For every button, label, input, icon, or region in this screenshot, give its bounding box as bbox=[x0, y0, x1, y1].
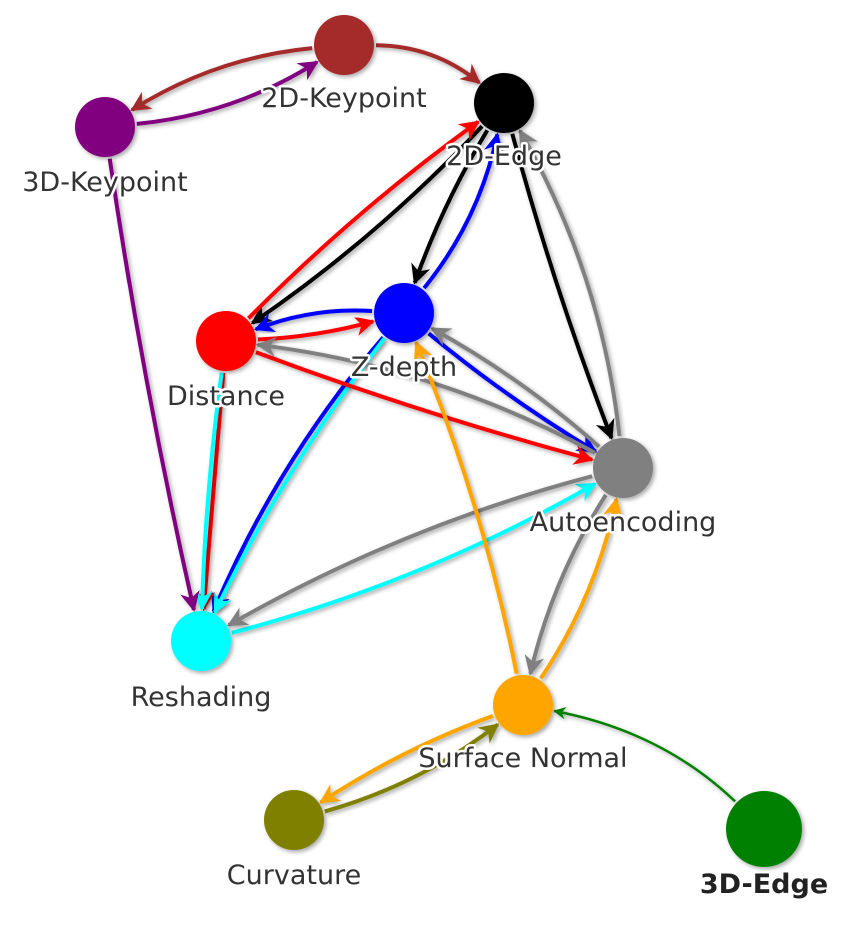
node-3d-edge[interactable] bbox=[726, 791, 802, 867]
node-label-curvature: Curvature bbox=[227, 860, 361, 891]
node-2d-keypoint[interactable] bbox=[314, 15, 374, 75]
edge-normal-to-auto bbox=[539, 497, 623, 680]
node-autoencoding[interactable] bbox=[593, 438, 653, 498]
edge-distance-to-reshading bbox=[195, 372, 226, 612]
edge-edge2d-to-distance bbox=[250, 124, 484, 325]
edge-kp2d-to-kp3d bbox=[130, 46, 313, 112]
edge-zdepth-to-edge2d bbox=[422, 132, 504, 290]
edge-kp3d-to-kp2d bbox=[136, 60, 319, 126]
edge-edge2d-to-auto bbox=[510, 133, 615, 440]
edge-normal-to-zdepth bbox=[413, 340, 519, 674]
node-label-3d-edge: 3D-Edge bbox=[700, 869, 828, 900]
node-label-2d-keypoint: 2D-Keypoint bbox=[261, 83, 427, 114]
edge-zdepth-to-reshading bbox=[211, 335, 385, 614]
node-2d-edge[interactable] bbox=[474, 73, 534, 133]
edge-kp3d-to-reshading bbox=[107, 158, 200, 612]
labels-layer: 2D-Keypoint 2D-Edge 3D-KeypointZ-depthDist… bbox=[20, 81, 831, 903]
edge-auto-to-edge2d bbox=[518, 129, 622, 437]
node-curvature[interactable] bbox=[264, 790, 324, 850]
edge-auto-to-reshading bbox=[227, 474, 593, 627]
edge-curvature-to-normal bbox=[324, 723, 500, 814]
node-label-surface-normal: Surface Normal bbox=[418, 743, 627, 774]
node-surface-normal[interactable] bbox=[493, 675, 553, 735]
edge-auto-to-zdepth bbox=[430, 326, 601, 449]
node-label-2d-edge: 2D-Edge bbox=[446, 141, 562, 172]
edge-reshading-to-auto bbox=[231, 482, 597, 635]
edge-zdepth-to-auto bbox=[427, 331, 598, 454]
edge-zdepth-to-reshading bbox=[213, 337, 386, 614]
edge-distance-to-auto bbox=[255, 350, 595, 465]
node-distance[interactable] bbox=[196, 311, 256, 371]
edge-normal-to-curvature bbox=[319, 714, 494, 805]
node-reshading[interactable] bbox=[171, 611, 231, 671]
node-label-distance: Distance bbox=[167, 381, 285, 412]
node-label-3d-keypoint: 3D-Keypoint bbox=[22, 167, 188, 198]
node-label-reshading: Reshading bbox=[131, 682, 272, 713]
node-label-z-depth: Z-depth bbox=[351, 352, 457, 383]
edge-edge3d-to-normal bbox=[553, 706, 736, 803]
edges-layer bbox=[107, 43, 736, 814]
edge-kp2d-to-edge2d bbox=[375, 43, 481, 85]
edge-edge2d-to-zdepth bbox=[411, 129, 490, 285]
edge-auto-to-normal bbox=[524, 493, 608, 676]
node-label-autoencoding: Autoencoding bbox=[530, 507, 717, 538]
node-3d-keypoint[interactable] bbox=[75, 97, 135, 157]
edge-zdepth-to-distance bbox=[253, 308, 373, 333]
edge-distance-to-reshading bbox=[192, 372, 224, 611]
nodes-layer bbox=[75, 15, 802, 867]
node-z-depth[interactable] bbox=[374, 283, 434, 343]
edge-distance-to-edge2d bbox=[247, 120, 480, 320]
